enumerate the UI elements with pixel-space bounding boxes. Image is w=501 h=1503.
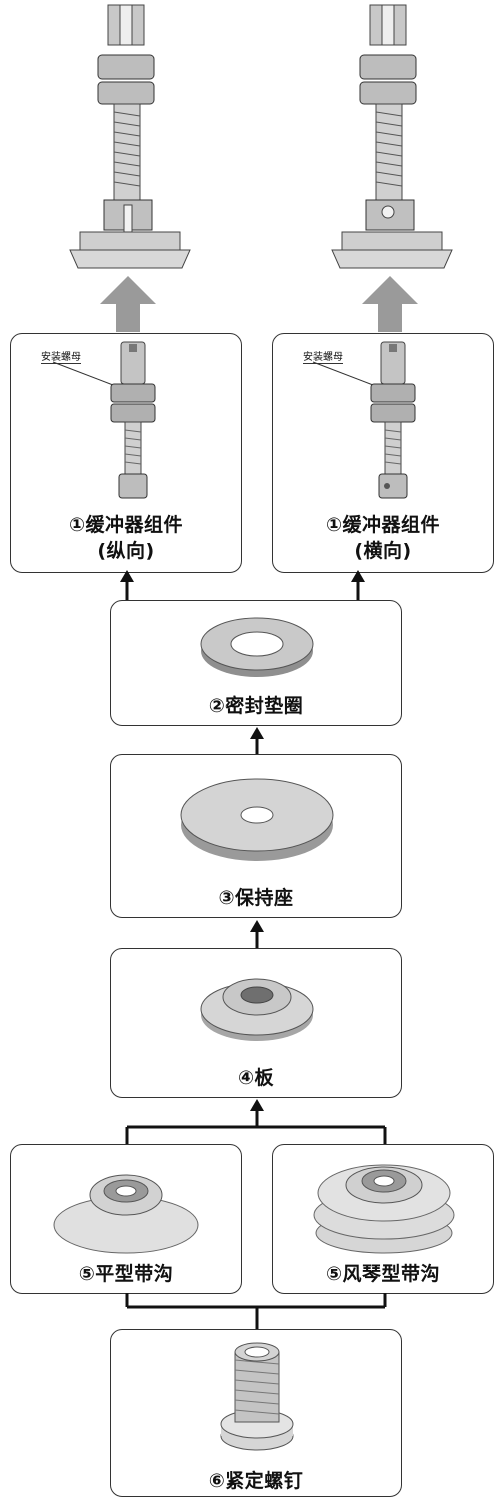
assembly-section-horizontal — [331, 4, 453, 269]
plate-illustration — [200, 978, 314, 1041]
plate-label: ④板 — [237, 1067, 275, 1089]
part-box-buffer-horizontal: 安装螺母 ①缓冲器组件 (横向) — [272, 333, 494, 573]
bellows-groove-illustration — [313, 1164, 455, 1254]
connector-screw-to-pads — [125, 1293, 387, 1329]
part-box-bellows-groove: ⑤风琴型带沟 — [272, 1144, 494, 1294]
bellows-groove-label: ⑤风琴型带沟 — [325, 1263, 441, 1285]
mount-nut-callout: 安装螺母 — [303, 348, 343, 364]
part-box-seal-washer: ②密封垫圈 — [110, 600, 402, 726]
seal-washer-illustration — [200, 617, 314, 677]
buffer-vertical-illustration — [52, 341, 156, 499]
connector-holder-to-seal — [250, 727, 264, 755]
part-box-plate: ④板 — [110, 948, 402, 1098]
part-box-flat-groove: ⑤平型带沟 — [10, 1144, 242, 1294]
holder-label: ③保持座 — [218, 887, 294, 909]
part-box-holder: ③保持座 — [110, 754, 402, 918]
set-screw-label: ⑥紧定螺钉 — [208, 1470, 304, 1492]
part-box-set-screw: ⑥紧定螺钉 — [110, 1329, 402, 1497]
buffer-horizontal-label-2: (横向) — [354, 540, 412, 562]
mount-nut-callout: 安装螺母 — [41, 348, 81, 364]
buffer-horizontal-illustration — [312, 341, 416, 499]
buffer-vertical-label-2: (纵向) — [97, 540, 155, 562]
assembly-section-vertical — [69, 4, 191, 269]
seal-washer-label: ②密封垫圈 — [208, 695, 304, 717]
set-screw-illustration — [220, 1342, 294, 1451]
connector-seal-to-buffers — [120, 570, 365, 602]
gray-arrow-left — [100, 276, 156, 332]
gray-arrow-right — [362, 276, 418, 332]
connector-plate-to-holder — [250, 920, 264, 948]
flat-groove-label: ⑤平型带沟 — [78, 1263, 174, 1285]
part-box-buffer-vertical: 安装螺母 ①缓冲器组件 (纵向) — [10, 333, 242, 573]
buffer-horizontal-label-1: ①缓冲器组件 — [325, 514, 441, 536]
holder-illustration — [180, 778, 334, 861]
flat-groove-illustration — [53, 1174, 199, 1254]
buffer-vertical-label-1: ①缓冲器组件 — [68, 514, 184, 536]
